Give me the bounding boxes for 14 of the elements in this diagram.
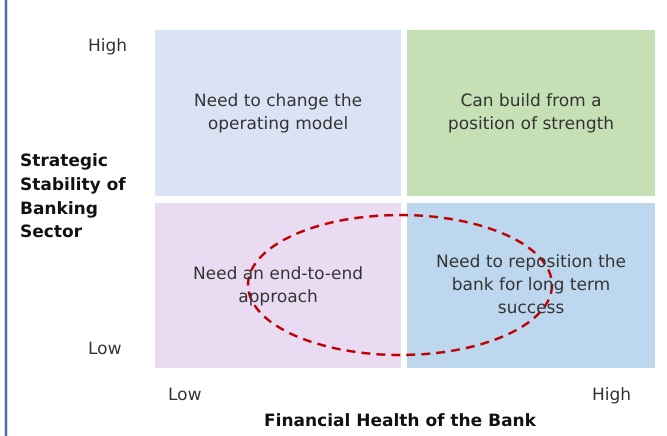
quadrant-text: Can build from a position of strength <box>446 90 616 136</box>
quadrant-box <box>407 30 655 196</box>
quadrant-text: Need to change the operating model <box>192 90 364 136</box>
axis-title: Financial Health of the Bank <box>264 410 536 433</box>
axis-tick-label: High <box>592 384 632 407</box>
axis-tick-label: Low <box>88 338 122 361</box>
axis-tick-label: High <box>88 35 128 58</box>
quadrant-text: Need an end-to-end approach <box>192 262 364 308</box>
quadrant-box <box>155 203 401 368</box>
axis-title: Strategic Stability of Banking Sector <box>20 150 127 244</box>
axis-tick-label: Low <box>168 384 202 407</box>
quadrant-text: Need to reposition the bank for long term success <box>434 251 627 320</box>
quadrant-box <box>155 30 401 196</box>
quadrant-box <box>407 203 655 368</box>
